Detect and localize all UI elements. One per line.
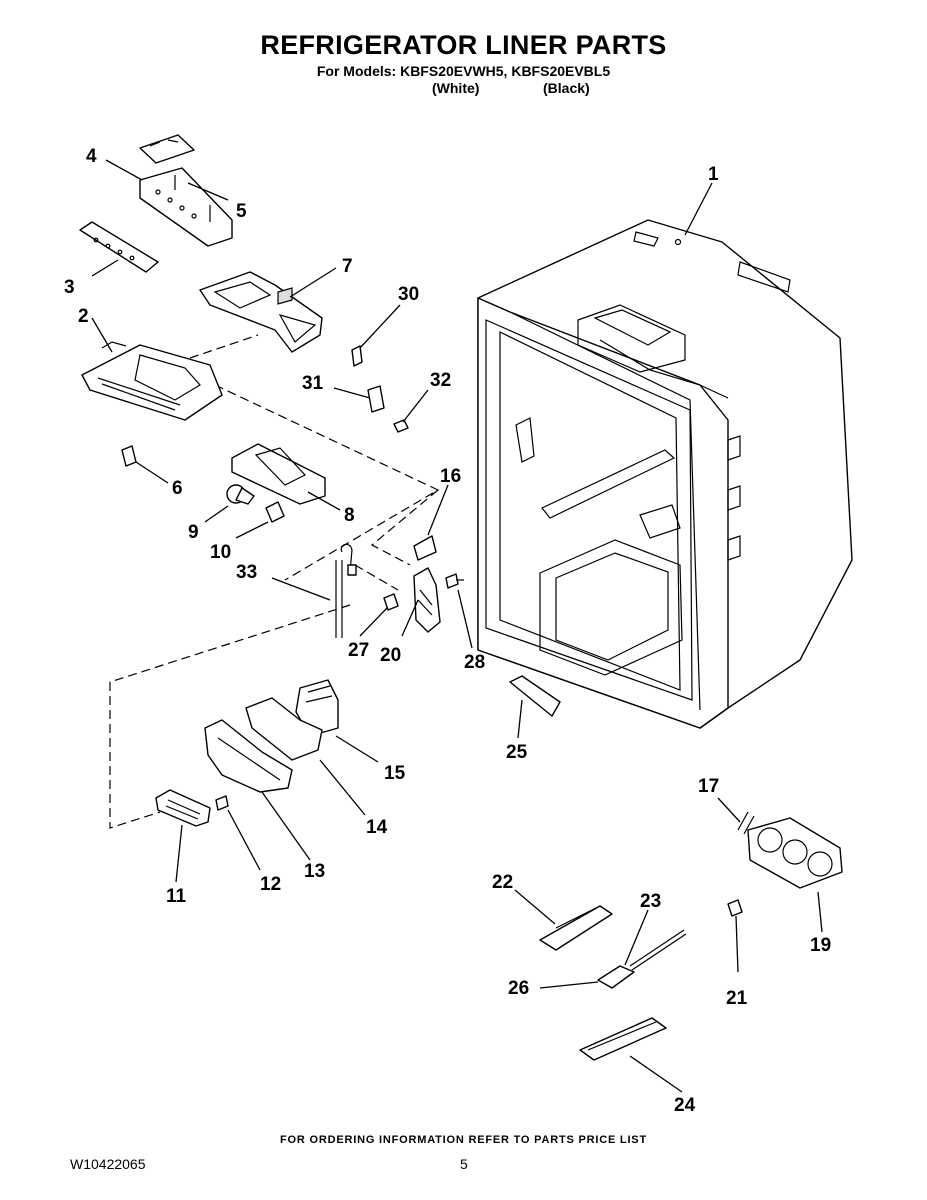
part-3-strip bbox=[79, 221, 159, 273]
callout-16: 16 bbox=[440, 466, 461, 487]
callout-8: 8 bbox=[344, 505, 355, 526]
callout-22: 22 bbox=[492, 872, 513, 893]
callout-33: 33 bbox=[236, 562, 257, 583]
callout-1: 1 bbox=[708, 164, 719, 185]
page-number: 5 bbox=[460, 1156, 468, 1172]
color-black-label: (Black) bbox=[543, 80, 590, 96]
callout-17: 17 bbox=[698, 776, 719, 797]
callout-12: 12 bbox=[260, 874, 281, 895]
callout-14: 14 bbox=[366, 817, 388, 838]
part-9-bulb bbox=[226, 484, 255, 505]
ordering-note: FOR ORDERING INFORMATION REFER TO PARTS … bbox=[280, 1134, 647, 1146]
part-2-control-housing bbox=[81, 341, 223, 421]
part-23-wire bbox=[629, 929, 687, 971]
callout-9: 9 bbox=[188, 522, 199, 543]
callout-30: 30 bbox=[398, 284, 419, 305]
callout-23: 23 bbox=[640, 891, 661, 912]
part-14-bracket bbox=[245, 697, 323, 761]
part-4-bracket bbox=[139, 134, 195, 164]
callout-28: 28 bbox=[464, 652, 485, 673]
part-22-bracket bbox=[539, 905, 613, 951]
callout-4: 4 bbox=[86, 146, 97, 167]
part-6-switch bbox=[121, 445, 137, 467]
callout-32: 32 bbox=[430, 370, 451, 391]
part-12-screw bbox=[215, 795, 229, 811]
callout-25: 25 bbox=[506, 742, 528, 763]
part-33-tube bbox=[335, 543, 357, 638]
callout-15: 15 bbox=[384, 763, 406, 784]
callout-13: 13 bbox=[304, 861, 325, 882]
document-number: W10422065 bbox=[70, 1156, 146, 1172]
part-25-filter bbox=[509, 675, 561, 717]
part-27-clip bbox=[383, 593, 399, 611]
leader-lines bbox=[91, 159, 823, 1093]
part-17-wire bbox=[737, 811, 755, 835]
page-title: REFRIGERATOR LINER PARTS bbox=[260, 30, 667, 60]
part-28-screw bbox=[445, 573, 464, 589]
callout-10: 10 bbox=[210, 542, 231, 563]
part-11-grille bbox=[155, 789, 211, 827]
callout-2: 2 bbox=[78, 306, 89, 327]
callout-11: 11 bbox=[166, 886, 187, 907]
color-white-label: (White) bbox=[432, 80, 480, 96]
callout-5: 5 bbox=[236, 201, 247, 222]
callout-26: 26 bbox=[508, 978, 529, 999]
part-30-clip bbox=[351, 345, 363, 367]
callout-20: 20 bbox=[380, 645, 401, 666]
part-31-clip bbox=[367, 385, 385, 413]
part-24-rail bbox=[579, 1017, 667, 1061]
models-line: For Models: KBFS20EVWH5, KBFS20EVBL5 bbox=[316, 63, 611, 79]
part-15-module bbox=[295, 679, 339, 737]
part-8-light-housing bbox=[231, 443, 326, 505]
callout-27: 27 bbox=[348, 640, 369, 661]
callout-21: 21 bbox=[726, 988, 748, 1009]
callout-3: 3 bbox=[64, 277, 75, 298]
part-16-shield bbox=[413, 535, 437, 561]
part-21-screw bbox=[727, 899, 743, 917]
callout-19: 19 bbox=[810, 935, 831, 956]
callout-7: 7 bbox=[342, 256, 353, 277]
part-7-cover bbox=[199, 271, 323, 353]
part-1-liner bbox=[477, 219, 853, 729]
part-26-thermistor bbox=[597, 965, 635, 989]
part-10-socket bbox=[265, 501, 285, 523]
part-13-cover bbox=[204, 719, 293, 793]
part-5-housing bbox=[139, 167, 233, 247]
part-19-heater bbox=[747, 817, 843, 889]
part-32-clip bbox=[393, 419, 409, 433]
callout-24: 24 bbox=[674, 1095, 696, 1116]
callout-labels: 1 2 3 4 5 6 7 8 9 10 11 12 13 14 15 16 1… bbox=[64, 146, 831, 1116]
assembly-guide-lines bbox=[109, 334, 440, 829]
callout-6: 6 bbox=[172, 478, 183, 499]
part-20-dispenser bbox=[413, 567, 441, 633]
callout-31: 31 bbox=[302, 373, 324, 394]
